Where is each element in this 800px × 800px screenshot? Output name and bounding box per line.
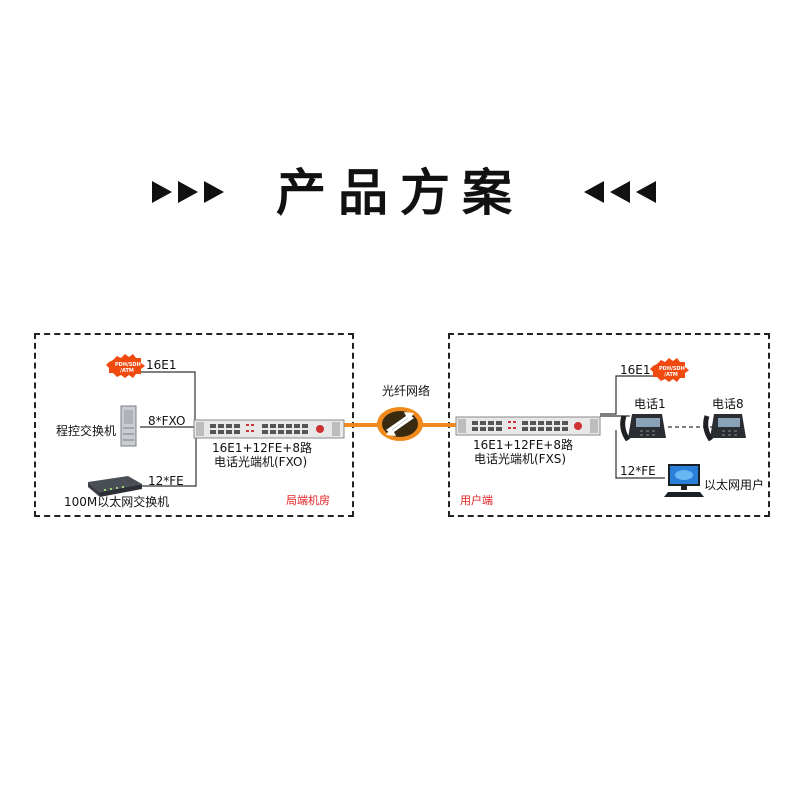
right-fe-label: 12*FE — [620, 464, 656, 478]
left-e1-label: 16E1 — [146, 358, 177, 372]
fxo-device-line2: 电话光端机(FXO) — [214, 455, 308, 469]
pbx-cabinet-icon — [120, 405, 137, 447]
fxs-device-line2: 电话光端机(FXS) — [474, 452, 567, 466]
pdh-badge-left: PDH/SDH /ATM — [115, 362, 141, 374]
ethernet-switch-icon — [88, 476, 142, 497]
pdh-sdh-atm-badge-icon — [650, 358, 689, 382]
fiber-network-label: 光纤网络 — [382, 384, 431, 398]
switch-label: 100M以太网交换机 — [64, 495, 170, 509]
fxo-device-line1: 16E1+12FE+8路 — [212, 441, 312, 455]
right-arrows-icon — [152, 181, 224, 203]
phone8-label: 电话8 — [712, 397, 744, 411]
page-title: 产品方案 — [276, 164, 524, 222]
left-fe-label: 12*FE — [148, 474, 184, 488]
fxo-label: 8*FXO — [148, 414, 186, 428]
left-arrows-icon — [584, 181, 656, 203]
fxs-device-line1: 16E1+12FE+8路 — [473, 438, 573, 452]
pdh-badge-right: PDH/SDH /ATM — [659, 366, 685, 378]
fxs-optical-terminal-icon — [455, 416, 601, 436]
title-row: 产品方案 — [0, 158, 800, 228]
left-connection-lines — [137, 371, 197, 487]
phone-8-icon — [703, 414, 746, 442]
phone-1-icon — [620, 414, 666, 442]
pbx-label: 程控交换机 — [56, 424, 117, 438]
phone1-label: 电话1 — [634, 397, 666, 411]
right-e1-label: 16E1 — [620, 363, 651, 377]
right-connection-lines — [600, 375, 712, 479]
fxo-optical-terminal-icon — [193, 419, 345, 439]
central-office-label: 局端机房 — [286, 494, 330, 507]
pdh-sdh-atm-badge-icon — [106, 354, 145, 378]
ethernet-user-label: 以太网用户 — [704, 478, 765, 492]
computer-icon — [664, 464, 704, 497]
fiber-network-icon — [377, 407, 423, 441]
user-site-label: 用户端 — [460, 494, 493, 507]
